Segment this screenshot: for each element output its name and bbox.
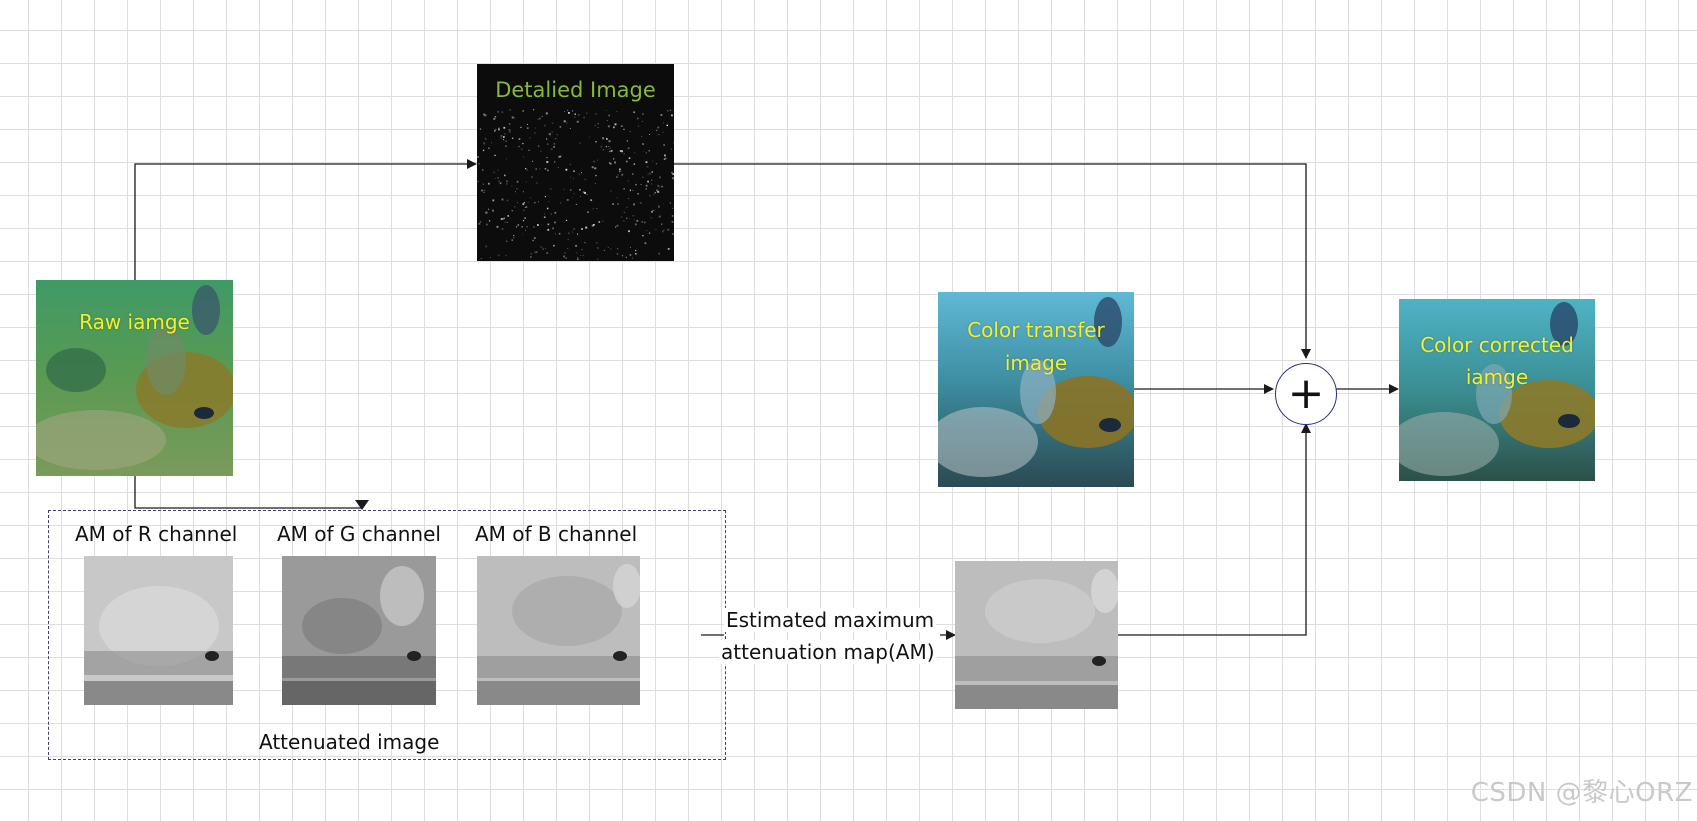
raw-image: Raw iamge [36,280,233,476]
am-g-image [282,556,436,705]
arrow-raw-to-detail [135,164,476,280]
arrow-raw-to-attenuated [135,476,362,508]
am-r-label: AM of R channel [75,522,237,546]
am-r-image [84,556,233,705]
arrow-am-to-sum [1118,424,1306,635]
color-corrected-label-line2: iamge [1399,361,1595,394]
detail-image: Detalied Image [477,64,674,261]
color-transfer-label-line2: image [938,347,1134,380]
color-corrected-image: Color corrected iamge [1399,299,1595,481]
watermark: CSDN @黎心ORZ [1471,772,1693,809]
am-b-image [477,556,640,705]
am-output-label-line1: Estimated maximum [724,608,936,632]
am-output-image [955,561,1118,709]
am-output-label-line2: attenuation map(AM) [719,640,937,664]
color-transfer-label-line1: Color transfer [938,314,1134,347]
raw-image-label: Raw iamge [36,306,233,339]
detail-image-label: Detalied Image [477,78,674,102]
sum-operator: + [1275,363,1337,425]
am-b-label: AM of B channel [475,522,637,546]
color-corrected-label-line1: Color corrected [1399,329,1595,362]
color-transfer-image: Color transfer image [938,292,1134,487]
plus-icon: + [1288,372,1325,416]
am-g-label: AM of G channel [277,522,441,546]
attenuated-image-label: Attenuated image [259,730,439,754]
